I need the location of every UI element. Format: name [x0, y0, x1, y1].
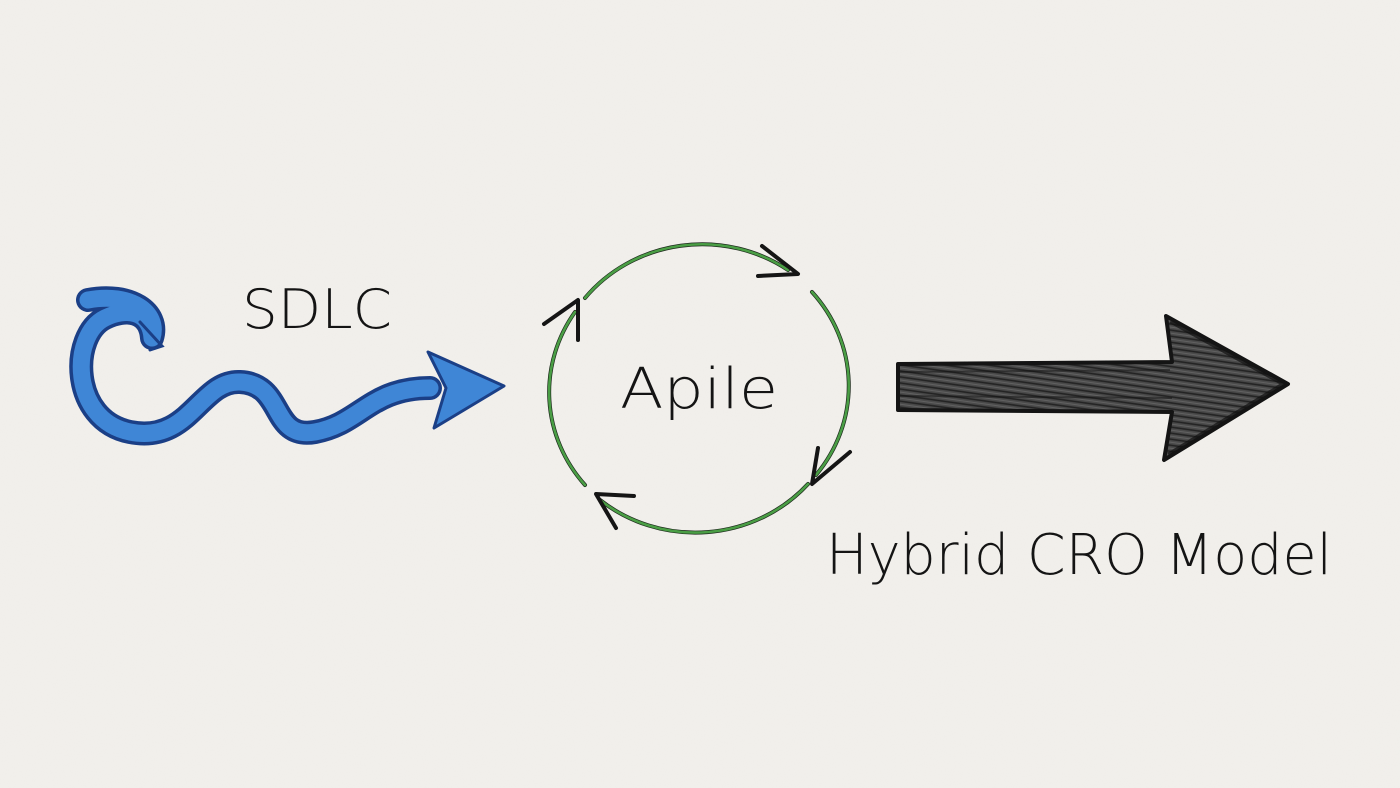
hybrid-block-arrow-icon — [895, 314, 1290, 462]
agile-cycle-arrows-icon — [542, 242, 852, 535]
agile-label: Apile — [620, 357, 778, 422]
sdlc-wavy-arrow-icon — [69, 286, 506, 446]
hybrid-cro-model-label: Hybrid CRO Model — [826, 523, 1332, 588]
sdlc-label: SDLC — [242, 278, 392, 341]
